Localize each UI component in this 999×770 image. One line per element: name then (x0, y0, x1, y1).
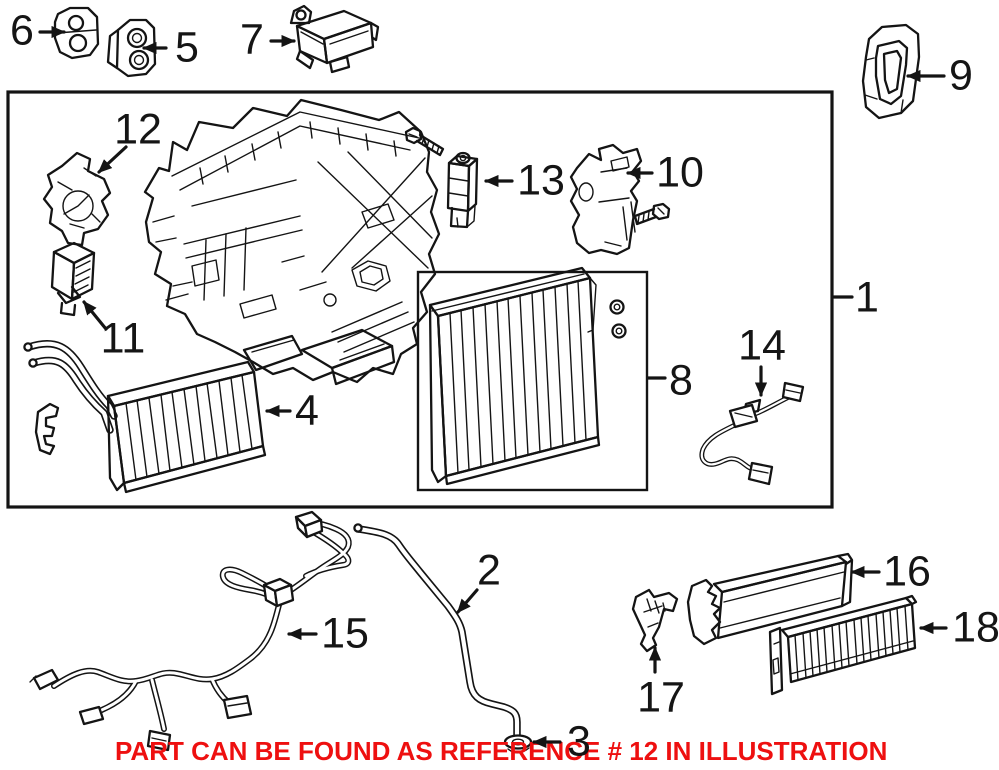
callout-17: 17 (637, 673, 685, 722)
callout-5: 5 (175, 23, 199, 72)
part-15-drawing (29, 510, 352, 752)
hvac-case-drawing (143, 98, 441, 386)
part-2-drawing (353, 523, 521, 741)
callout-10: 10 (656, 148, 704, 197)
assembly-group-box (6, 90, 834, 509)
callout-15: 15 (321, 609, 369, 658)
part-11-drawing (50, 241, 96, 317)
part-3-drawing (503, 734, 533, 754)
callout-2: 2 (477, 546, 501, 595)
part-8-drawing (428, 266, 627, 486)
callout-3: 3 (567, 717, 591, 766)
callout-13: 13 (517, 156, 565, 205)
pipe-clip-drawing (34, 402, 60, 456)
part-18-drawing (768, 594, 918, 696)
part-7-drawing (289, 4, 380, 74)
callout-arrows (38, 25, 948, 674)
callout-9: 9 (949, 51, 973, 100)
evaporator-sub-box (416, 270, 649, 492)
part-16-drawing (686, 552, 854, 646)
part-14-drawing (699, 381, 805, 486)
callout-8: 8 (669, 356, 693, 405)
part-4-drawing (106, 360, 267, 494)
callout-11: 11 (100, 314, 146, 363)
callout-1: 1 (855, 273, 879, 322)
callout-12: 12 (114, 105, 162, 154)
reference-banner: PART CAN BE FOUND AS REFERENCE # 12 IN I… (115, 736, 888, 766)
part-5-drawing (106, 18, 157, 78)
part-13-drawing (404, 126, 479, 229)
callout-7: 7 (240, 15, 264, 64)
callout-14: 14 (738, 321, 786, 370)
part-17-drawing (631, 588, 679, 653)
heater-pipes-drawing (23, 339, 118, 434)
callout-16: 16 (883, 547, 931, 596)
part-12-drawing (42, 151, 112, 247)
callout-18: 18 (952, 603, 999, 652)
callout-6: 6 (10, 6, 34, 55)
callout-4: 4 (295, 386, 319, 435)
part-9-drawing (861, 23, 921, 120)
